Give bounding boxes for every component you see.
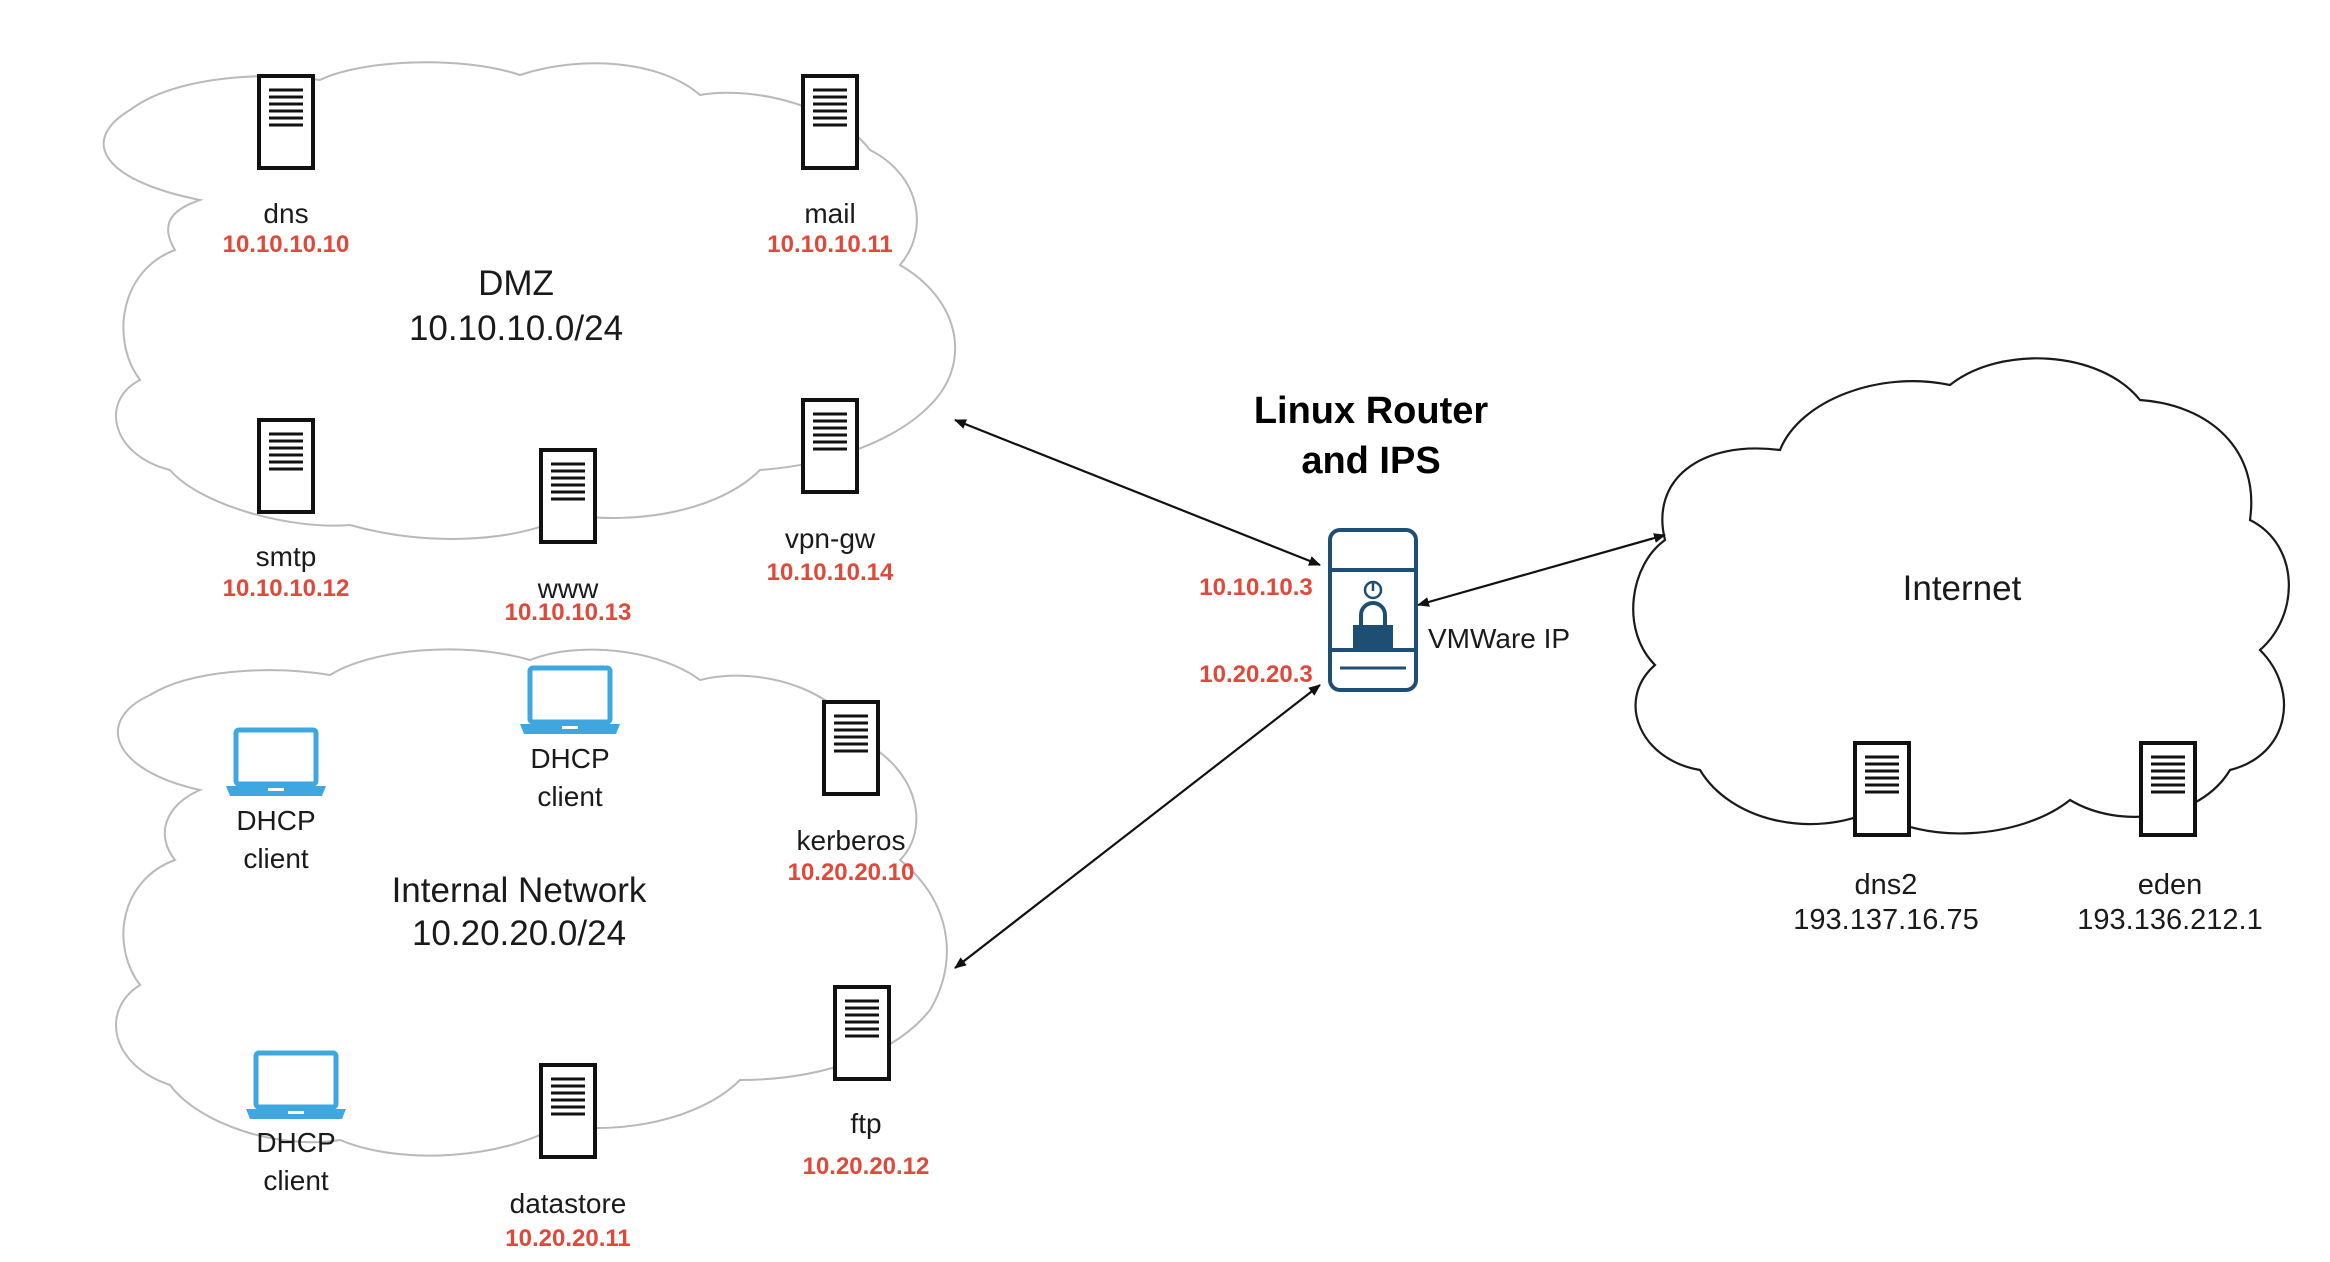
router-ip-dmz: 10.10.10.3 [1199,574,1312,601]
client-label-line1: DHCP [256,1127,335,1158]
client-2: DHCP client [520,668,620,812]
server-kerberos: kerberos 10.20.20.10 [788,700,915,886]
host-name: dns2 [1855,869,1918,901]
host-ip: 193.136.212.1 [2077,904,2262,936]
server-ftp: ftp 10.20.20.12 [803,985,930,1180]
host-ip: 10.10.10.14 [767,559,894,586]
client-1: DHCP client [226,730,326,874]
host-name: datastore [510,1188,627,1219]
server-icon [2139,741,2197,837]
link-internal-router [954,684,1321,969]
host-name: vpn-gw [785,523,876,554]
server-icon [801,398,859,494]
dmz-name: DMZ [478,264,554,303]
internet-name: Internet [1903,569,2022,608]
server-icon [257,418,315,514]
internal-cidr: 10.20.20.0/24 [412,914,626,953]
server-datastore: datastore 10.20.20.11 [505,1063,631,1252]
dmz-cidr: 10.10.10.0/24 [409,309,623,348]
host-name: eden [2138,869,2203,901]
host-ip: 10.10.10.12 [223,575,350,602]
server-icon [833,985,891,1081]
client-label-line2: client [537,781,603,812]
link-dmz-router [954,418,1321,567]
server-icon [539,448,597,544]
host-ip: 10.10.10.10 [223,231,350,258]
laptop-icon [246,1053,346,1119]
server-icon [539,1063,597,1159]
laptop-icon [520,668,620,734]
host-ip: 10.10.10.13 [505,599,632,626]
client-label-line1: DHCP [530,743,609,774]
router-lock-icon [1328,528,1418,692]
host-name: mail [804,198,855,229]
server-eden: eden 193.136.212.1 [2077,741,2263,936]
host-name: kerberos [797,825,906,856]
internal-name: Internal Network [392,871,647,910]
host-name: smtp [256,541,317,572]
server-dns2: dns2 193.137.16.75 [1793,741,1979,936]
client-3: DHCP client [246,1053,346,1196]
host-ip: 10.20.20.10 [788,859,915,886]
server-icon [257,74,315,170]
host-ip: 10.20.20.12 [803,1153,930,1180]
internal-cloud [115,648,948,1157]
router-title-line1: Linux Router [1254,390,1489,432]
client-label-line2: client [243,843,309,874]
host-name: www [537,573,599,604]
internet-cloud [1632,357,2290,835]
server-icon [822,700,880,796]
laptop-icon [226,730,326,796]
host-name: ftp [850,1108,881,1139]
dmz-cloud [102,61,957,540]
server-dns: dns 10.10.10.10 [223,74,350,258]
server-icon [801,74,859,170]
server-vpn-gw: vpn-gw 10.10.10.14 [767,398,894,586]
server-icon [1853,741,1911,837]
server-www: www 10.10.10.13 [505,448,632,626]
server-smtp: smtp 10.10.10.12 [223,418,350,602]
router-title-line2: and IPS [1301,440,1440,482]
router-ip-external: VMWare IP [1428,623,1570,654]
router-ip-internal: 10.20.20.3 [1199,661,1312,688]
host-name: dns [263,198,308,229]
host-ip: 10.20.20.11 [505,1225,630,1252]
link-router-internet [1417,533,1666,607]
client-label-line1: DHCP [236,805,315,836]
server-mail: mail 10.10.10.11 [767,74,893,258]
client-label-line2: client [263,1165,329,1196]
host-ip: 10.10.10.11 [767,231,892,258]
host-ip: 193.137.16.75 [1793,904,1978,936]
